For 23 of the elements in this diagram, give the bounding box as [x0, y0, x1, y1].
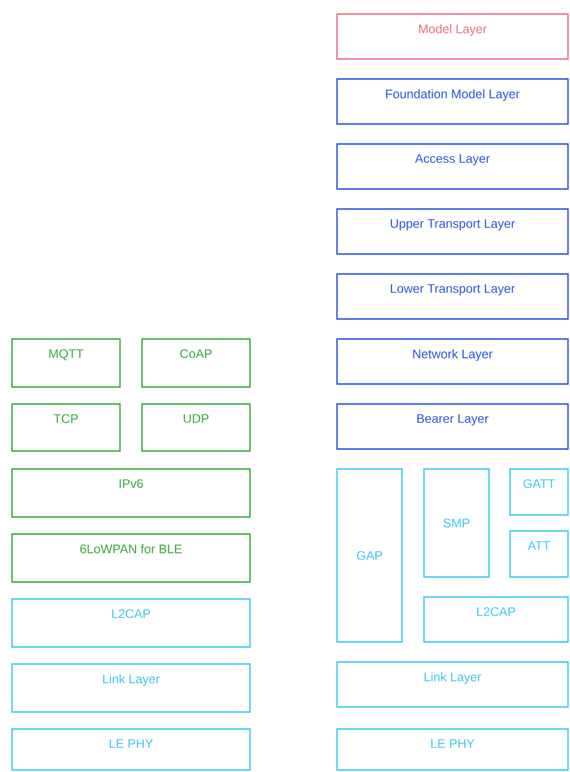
layer-box: Network Layer	[336, 338, 569, 385]
layer-box: Lower Transport Layer	[336, 273, 569, 320]
layer-box: ATT	[509, 530, 569, 578]
layer-box: Model Layer	[336, 13, 569, 60]
layer-box: SMP	[423, 468, 490, 578]
layer-box: MQTT	[11, 338, 121, 388]
layer-box: Upper Transport Layer	[336, 208, 569, 255]
layer-box: LE PHY	[336, 728, 569, 771]
layer-box: Link Layer	[336, 661, 569, 708]
layer-box: GATT	[509, 468, 569, 516]
layer-box: UDP	[141, 403, 251, 452]
layer-box: IPv6	[11, 468, 251, 518]
layer-box: Access Layer	[336, 143, 569, 190]
layer-box: CoAP	[141, 338, 251, 388]
layer-box: 6LoWPAN for BLE	[11, 533, 251, 583]
layer-box: Foundation Model Layer	[336, 78, 569, 125]
layer-box: Bearer Layer	[336, 403, 569, 450]
layer-box: GAP	[336, 468, 403, 643]
layer-box: LE PHY	[11, 728, 251, 771]
layer-box: L2CAP	[11, 598, 251, 648]
layer-box: L2CAP	[423, 596, 569, 643]
layer-box: Link Layer	[11, 663, 251, 713]
layer-box: TCP	[11, 403, 121, 452]
